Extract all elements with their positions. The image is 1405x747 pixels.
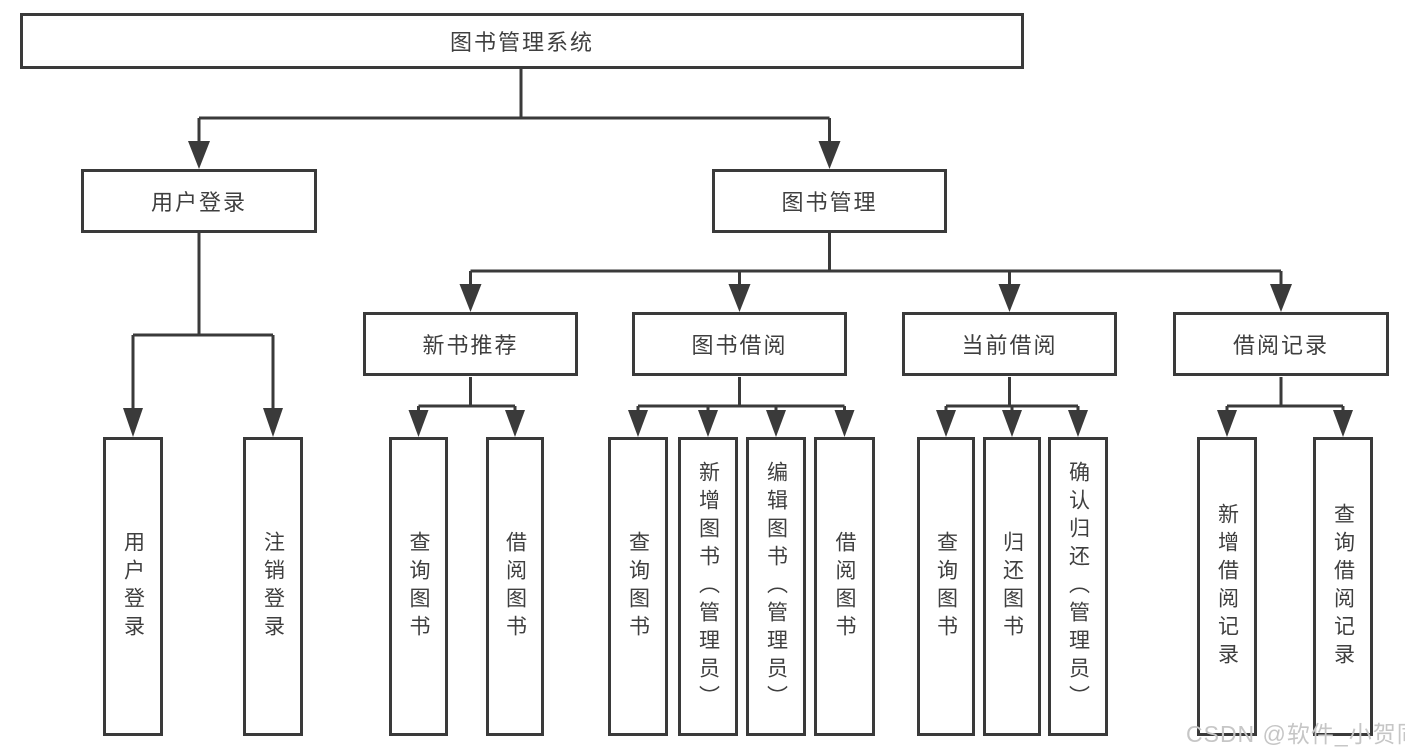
connector-record-split xyxy=(1217,377,1353,437)
connector-user-login-split xyxy=(123,233,283,437)
leaf-user-login: 用户登录 xyxy=(103,437,163,736)
node-new-book-recommend: 新书推荐 xyxy=(363,312,578,376)
leaf-borrow-edit-books-admin: 编辑图书（管理员） xyxy=(746,437,806,736)
leaf-newbook-borrow-books: 借阅图书 xyxy=(486,437,544,736)
connector-book-mgmt-split xyxy=(459,233,1292,312)
node-user-login: 用户登录 xyxy=(81,169,317,233)
node-book-borrow-label: 图书借阅 xyxy=(691,333,788,358)
leaf-newbook-query-books: 查询图书 xyxy=(389,437,448,736)
leaf-label: 编辑图书（管理员） xyxy=(764,460,788,713)
node-book-borrow: 图书借阅 xyxy=(632,312,847,376)
leaf-current-query-books: 查询图书 xyxy=(917,437,975,736)
connector-new-book-split xyxy=(408,377,525,437)
leaf-label: 借阅图书 xyxy=(503,530,527,643)
node-root-label: 图书管理系统 xyxy=(449,30,594,55)
leaf-borrow-query-books: 查询图书 xyxy=(608,437,668,736)
connector-current-split xyxy=(936,377,1088,437)
leaf-current-return-books: 归还图书 xyxy=(983,437,1041,736)
leaf-label: 注销登录 xyxy=(261,530,285,643)
leaf-label: 确认归还（管理员） xyxy=(1066,460,1090,713)
node-current-borrow-label: 当前借阅 xyxy=(961,333,1058,358)
csdn-watermark: CSDN @软件_小贺同学 xyxy=(1186,721,1405,747)
node-borrow-record: 借阅记录 xyxy=(1173,312,1389,376)
node-book-management: 图书管理 xyxy=(712,169,947,233)
leaf-borrow-borrow-books: 借阅图书 xyxy=(814,437,875,736)
node-book-management-label: 图书管理 xyxy=(781,190,878,215)
leaf-label: 用户登录 xyxy=(121,530,145,643)
leaf-label: 查询图书 xyxy=(626,530,650,643)
leaf-label: 新增借阅记录 xyxy=(1215,502,1239,671)
leaf-label: 归还图书 xyxy=(1000,530,1024,643)
connector-borrow-split xyxy=(628,377,855,437)
node-current-borrow: 当前借阅 xyxy=(902,312,1117,376)
node-new-book-recommend-label: 新书推荐 xyxy=(422,333,519,358)
leaf-borrow-add-books-admin: 新增图书（管理员） xyxy=(678,437,738,736)
leaf-current-confirm-return-admin: 确认归还（管理员） xyxy=(1048,437,1108,736)
leaf-label: 查询图书 xyxy=(934,530,958,643)
node-borrow-record-label: 借阅记录 xyxy=(1232,333,1329,358)
connector-root-split xyxy=(188,69,841,169)
leaf-logout-login: 注销登录 xyxy=(243,437,303,736)
leaf-record-add-borrow-record: 新增借阅记录 xyxy=(1197,437,1257,736)
node-user-login-label: 用户登录 xyxy=(150,190,247,215)
leaf-label: 新增图书（管理员） xyxy=(696,460,720,713)
node-root: 图书管理系统 xyxy=(20,13,1024,69)
leaf-label: 查询图书 xyxy=(407,530,430,643)
leaf-record-query-borrow-record: 查询借阅记录 xyxy=(1313,437,1373,736)
leaf-label: 借阅图书 xyxy=(833,530,856,643)
leaf-label: 查询借阅记录 xyxy=(1331,502,1355,671)
